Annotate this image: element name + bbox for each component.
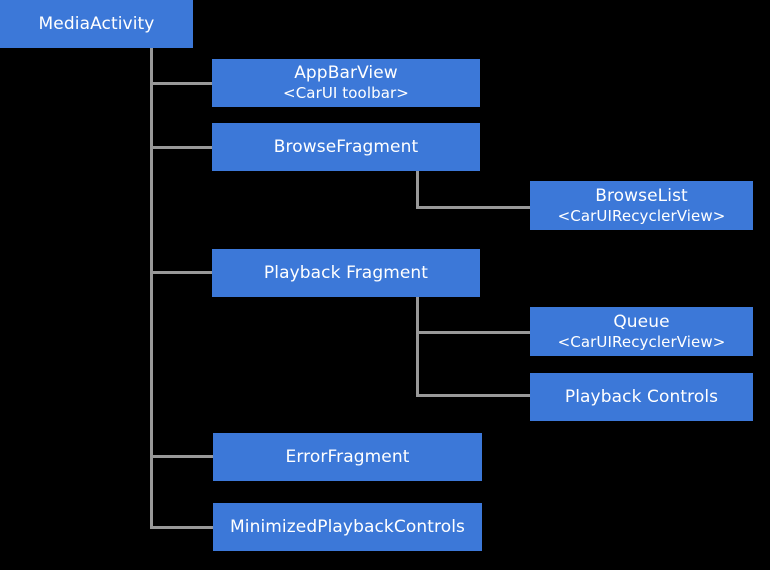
node-subtitle: <CarUIRecyclerView> (557, 206, 726, 225)
edge-media-activity-to-browse-fragment (150, 146, 214, 149)
node-app-bar-view[interactable]: AppBarView <CarUI toolbar> (212, 59, 480, 107)
node-subtitle: <CarUI toolbar> (283, 84, 409, 103)
node-subtitle: <CarUIRecyclerView> (557, 332, 726, 351)
node-title: MediaActivity (38, 13, 155, 34)
node-browse-list[interactable]: BrowseList <CarUIRecyclerView> (530, 181, 753, 230)
edge-browse-fragment-drop (416, 171, 419, 209)
node-error-fragment[interactable]: ErrorFragment (213, 433, 482, 481)
node-title: Playback Controls (564, 386, 719, 407)
edge-playback-fragment-drop (416, 297, 419, 397)
node-title: Playback Fragment (263, 262, 429, 283)
edge-playback-fragment-to-playback-controls (416, 394, 532, 397)
node-title: BrowseList (595, 185, 688, 206)
node-title: BrowseFragment (273, 136, 419, 157)
edge-media-activity-to-app-bar-view (150, 82, 214, 85)
edge-media-activity-to-minimized-playback-controls (150, 526, 214, 529)
edge-media-activity-to-playback-fragment (150, 271, 214, 274)
edge-trunk-main (150, 48, 153, 529)
node-media-activity[interactable]: MediaActivity (0, 0, 193, 48)
edge-playback-fragment-to-queue (416, 331, 532, 334)
node-browse-fragment[interactable]: BrowseFragment (212, 123, 480, 171)
node-minimized-playback-controls[interactable]: MinimizedPlaybackControls (213, 503, 482, 551)
node-playback-controls[interactable]: Playback Controls (530, 373, 753, 421)
node-playback-fragment[interactable]: Playback Fragment (212, 249, 480, 297)
node-title: ErrorFragment (285, 446, 410, 467)
node-title: MinimizedPlaybackControls (229, 516, 465, 537)
node-queue[interactable]: Queue <CarUIRecyclerView> (530, 307, 753, 356)
node-title: Queue (613, 311, 670, 332)
edge-browse-fragment-to-browse-list (416, 206, 532, 209)
node-title: AppBarView (294, 63, 398, 84)
edge-media-activity-to-error-fragment (150, 455, 214, 458)
